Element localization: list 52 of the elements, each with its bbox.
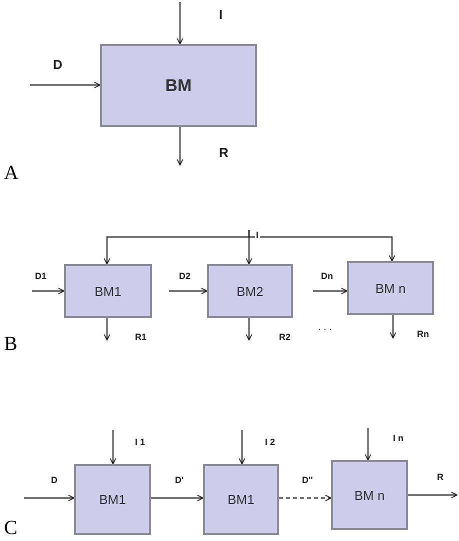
edge-label: I n (392, 434, 404, 443)
edge-label: D (50, 476, 58, 485)
arrow (176, 127, 184, 166)
box-label: BM n (354, 488, 385, 502)
edge-label: D' (174, 476, 185, 485)
process-box (347, 261, 434, 315)
box-label: BM1 (99, 492, 126, 507)
edge-label: I 2 (264, 438, 276, 447)
edge-label: R2 (278, 333, 292, 342)
ellipsis-dots: . . . (318, 323, 332, 333)
process-box (74, 464, 151, 535)
box-label: BM1 (228, 492, 254, 507)
arrow (390, 315, 396, 338)
arrow (313, 288, 348, 294)
arrow (408, 492, 458, 498)
edge-label: R (218, 146, 230, 159)
process-box (207, 264, 293, 318)
arrow (110, 430, 116, 464)
edge-label: I 1 (134, 438, 146, 447)
edge-label: D'' (301, 476, 314, 485)
arrow (24, 494, 74, 502)
arrow (176, 2, 184, 44)
arrow (30, 82, 100, 88)
box-label: BM2 (236, 284, 264, 298)
panel-letter: B (4, 334, 18, 354)
arrow (248, 230, 396, 262)
edge-label: D (52, 58, 64, 71)
process-box (203, 464, 279, 535)
edge-label: R1 (134, 333, 148, 342)
edge-label: Dn (320, 272, 334, 281)
edge-label: R (436, 473, 444, 482)
edge-label: I (255, 231, 260, 240)
arrow (151, 494, 204, 502)
process-box (100, 44, 257, 127)
process-box (331, 460, 408, 530)
arrow (104, 318, 110, 340)
edge-label: D1 (34, 272, 48, 281)
edge-label: I (218, 8, 224, 21)
arrow (238, 430, 246, 464)
arrow (169, 288, 208, 294)
edge-label: D2 (178, 272, 192, 281)
edge-label: Rn (416, 330, 430, 339)
panel-letter: C (4, 518, 18, 538)
arrow (246, 318, 252, 340)
arrow (279, 494, 332, 502)
box-label: BM1 (94, 284, 122, 298)
process-box (64, 264, 152, 318)
arrow (32, 288, 64, 294)
box-label: BM (165, 76, 192, 96)
arrow (364, 428, 372, 460)
panel-letter: A (4, 163, 18, 183)
box-label: BM n (375, 280, 406, 296)
